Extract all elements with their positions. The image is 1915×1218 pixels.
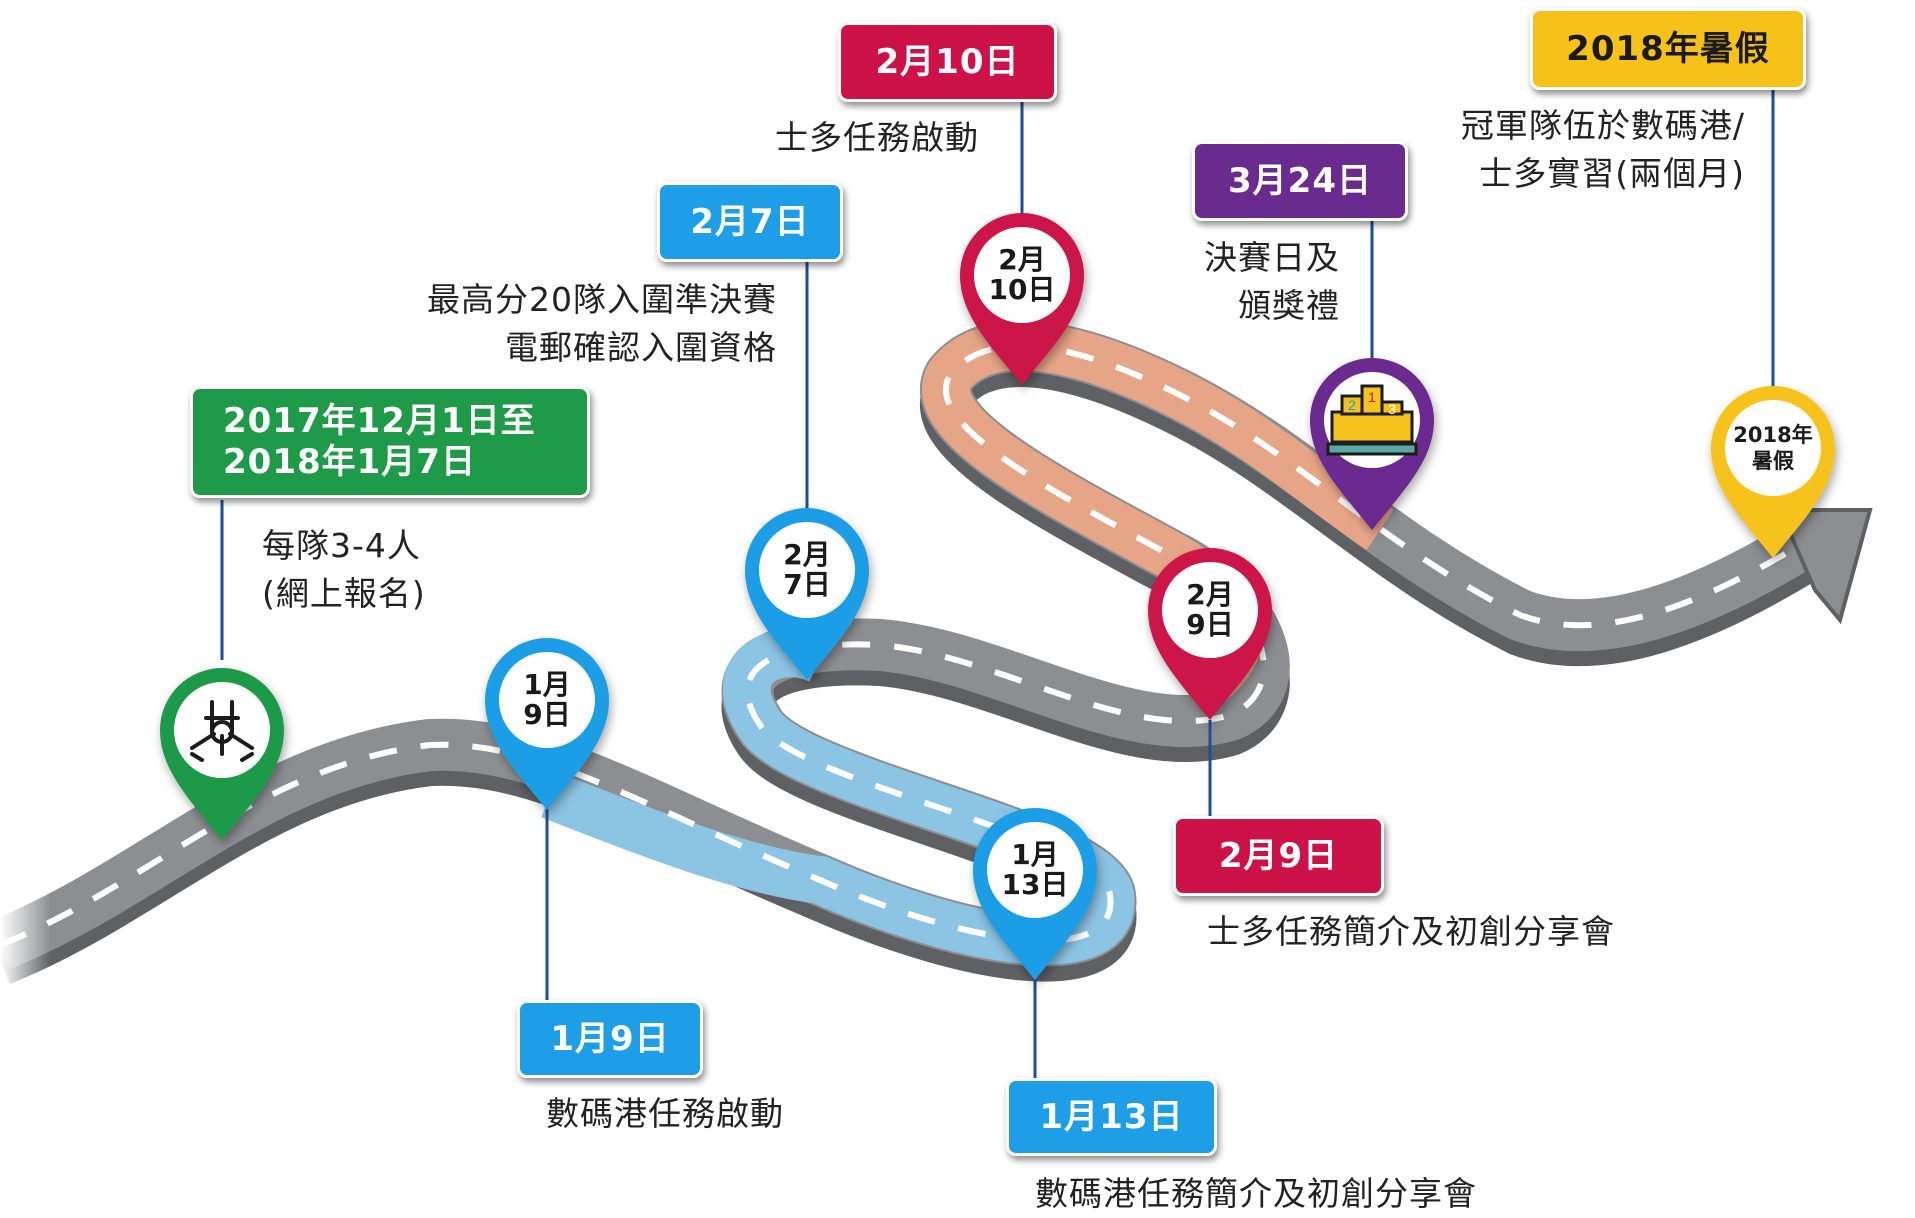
tag-summer: 2018年暑假 — [1530, 8, 1806, 90]
desc-feb7: 最高分20隊入圍準決賽 電郵確認入圍資格 — [427, 280, 777, 367]
tag-mar24: 3月24日 — [1192, 141, 1408, 221]
pin-label-jan9: 1月 9日 — [523, 668, 571, 731]
podium-icon: 2 1 3 — [1326, 384, 1418, 456]
podium-number-2: 2 — [1348, 397, 1356, 413]
desc-feb10: 士多任務啟動 — [775, 118, 979, 157]
pin-summer — [1711, 386, 1835, 558]
pin-feb10 — [960, 213, 1084, 385]
tag-feb9: 2月9日 — [1173, 816, 1384, 896]
team-hands-icon — [190, 700, 254, 762]
road-arrow-head — [1776, 508, 1873, 625]
tag-registration: 2017年12月1日至 2018年1月7日 — [190, 386, 590, 498]
pin-jan13 — [973, 808, 1097, 980]
tag-feb7: 2月7日 — [657, 182, 843, 262]
podium-number-3: 3 — [1388, 401, 1396, 417]
desc-jan13: 數碼港任務簡介及初創分享會 — [1035, 1174, 1477, 1213]
tag-jan13: 1月13日 — [1006, 1078, 1217, 1156]
desc-registration: 每隊3-4人 (網上報名) — [262, 526, 426, 613]
pin-feb9 — [1148, 548, 1272, 720]
milestone-connectors — [220, 85, 1775, 1080]
pin-jan9 — [485, 638, 609, 810]
pin-label-feb7: 2月 7日 — [783, 538, 831, 601]
road-center-dashes — [0, 343, 1802, 948]
pin-label-summer: 2018年 暑假 — [1733, 423, 1813, 473]
desc-summer: 冠軍隊伍於數碼港/ 士多實習(兩個月) — [1460, 106, 1745, 193]
tag-jan9: 1月9日 — [517, 1000, 703, 1078]
desc-mar24: 決賽日及 頒獎禮 — [1204, 238, 1340, 325]
pin-mar24: 2 1 3 — [1310, 358, 1434, 530]
pin-label-feb10: 2月 10日 — [988, 243, 1056, 306]
pin-feb7 — [745, 508, 869, 680]
desc-jan9: 數碼港任務啟動 — [546, 1094, 784, 1133]
tag-feb10: 2月10日 — [838, 22, 1057, 102]
pin-label-feb9: 2月 9日 — [1186, 578, 1234, 641]
podium-number-1: 1 — [1368, 389, 1376, 405]
pin-label-jan13: 1月 13日 — [1001, 838, 1069, 901]
pin-registration — [160, 668, 284, 840]
milestone-pins: 2 1 3 — [160, 213, 1835, 980]
desc-feb9: 士多任務簡介及初創分享會 — [1207, 912, 1615, 951]
